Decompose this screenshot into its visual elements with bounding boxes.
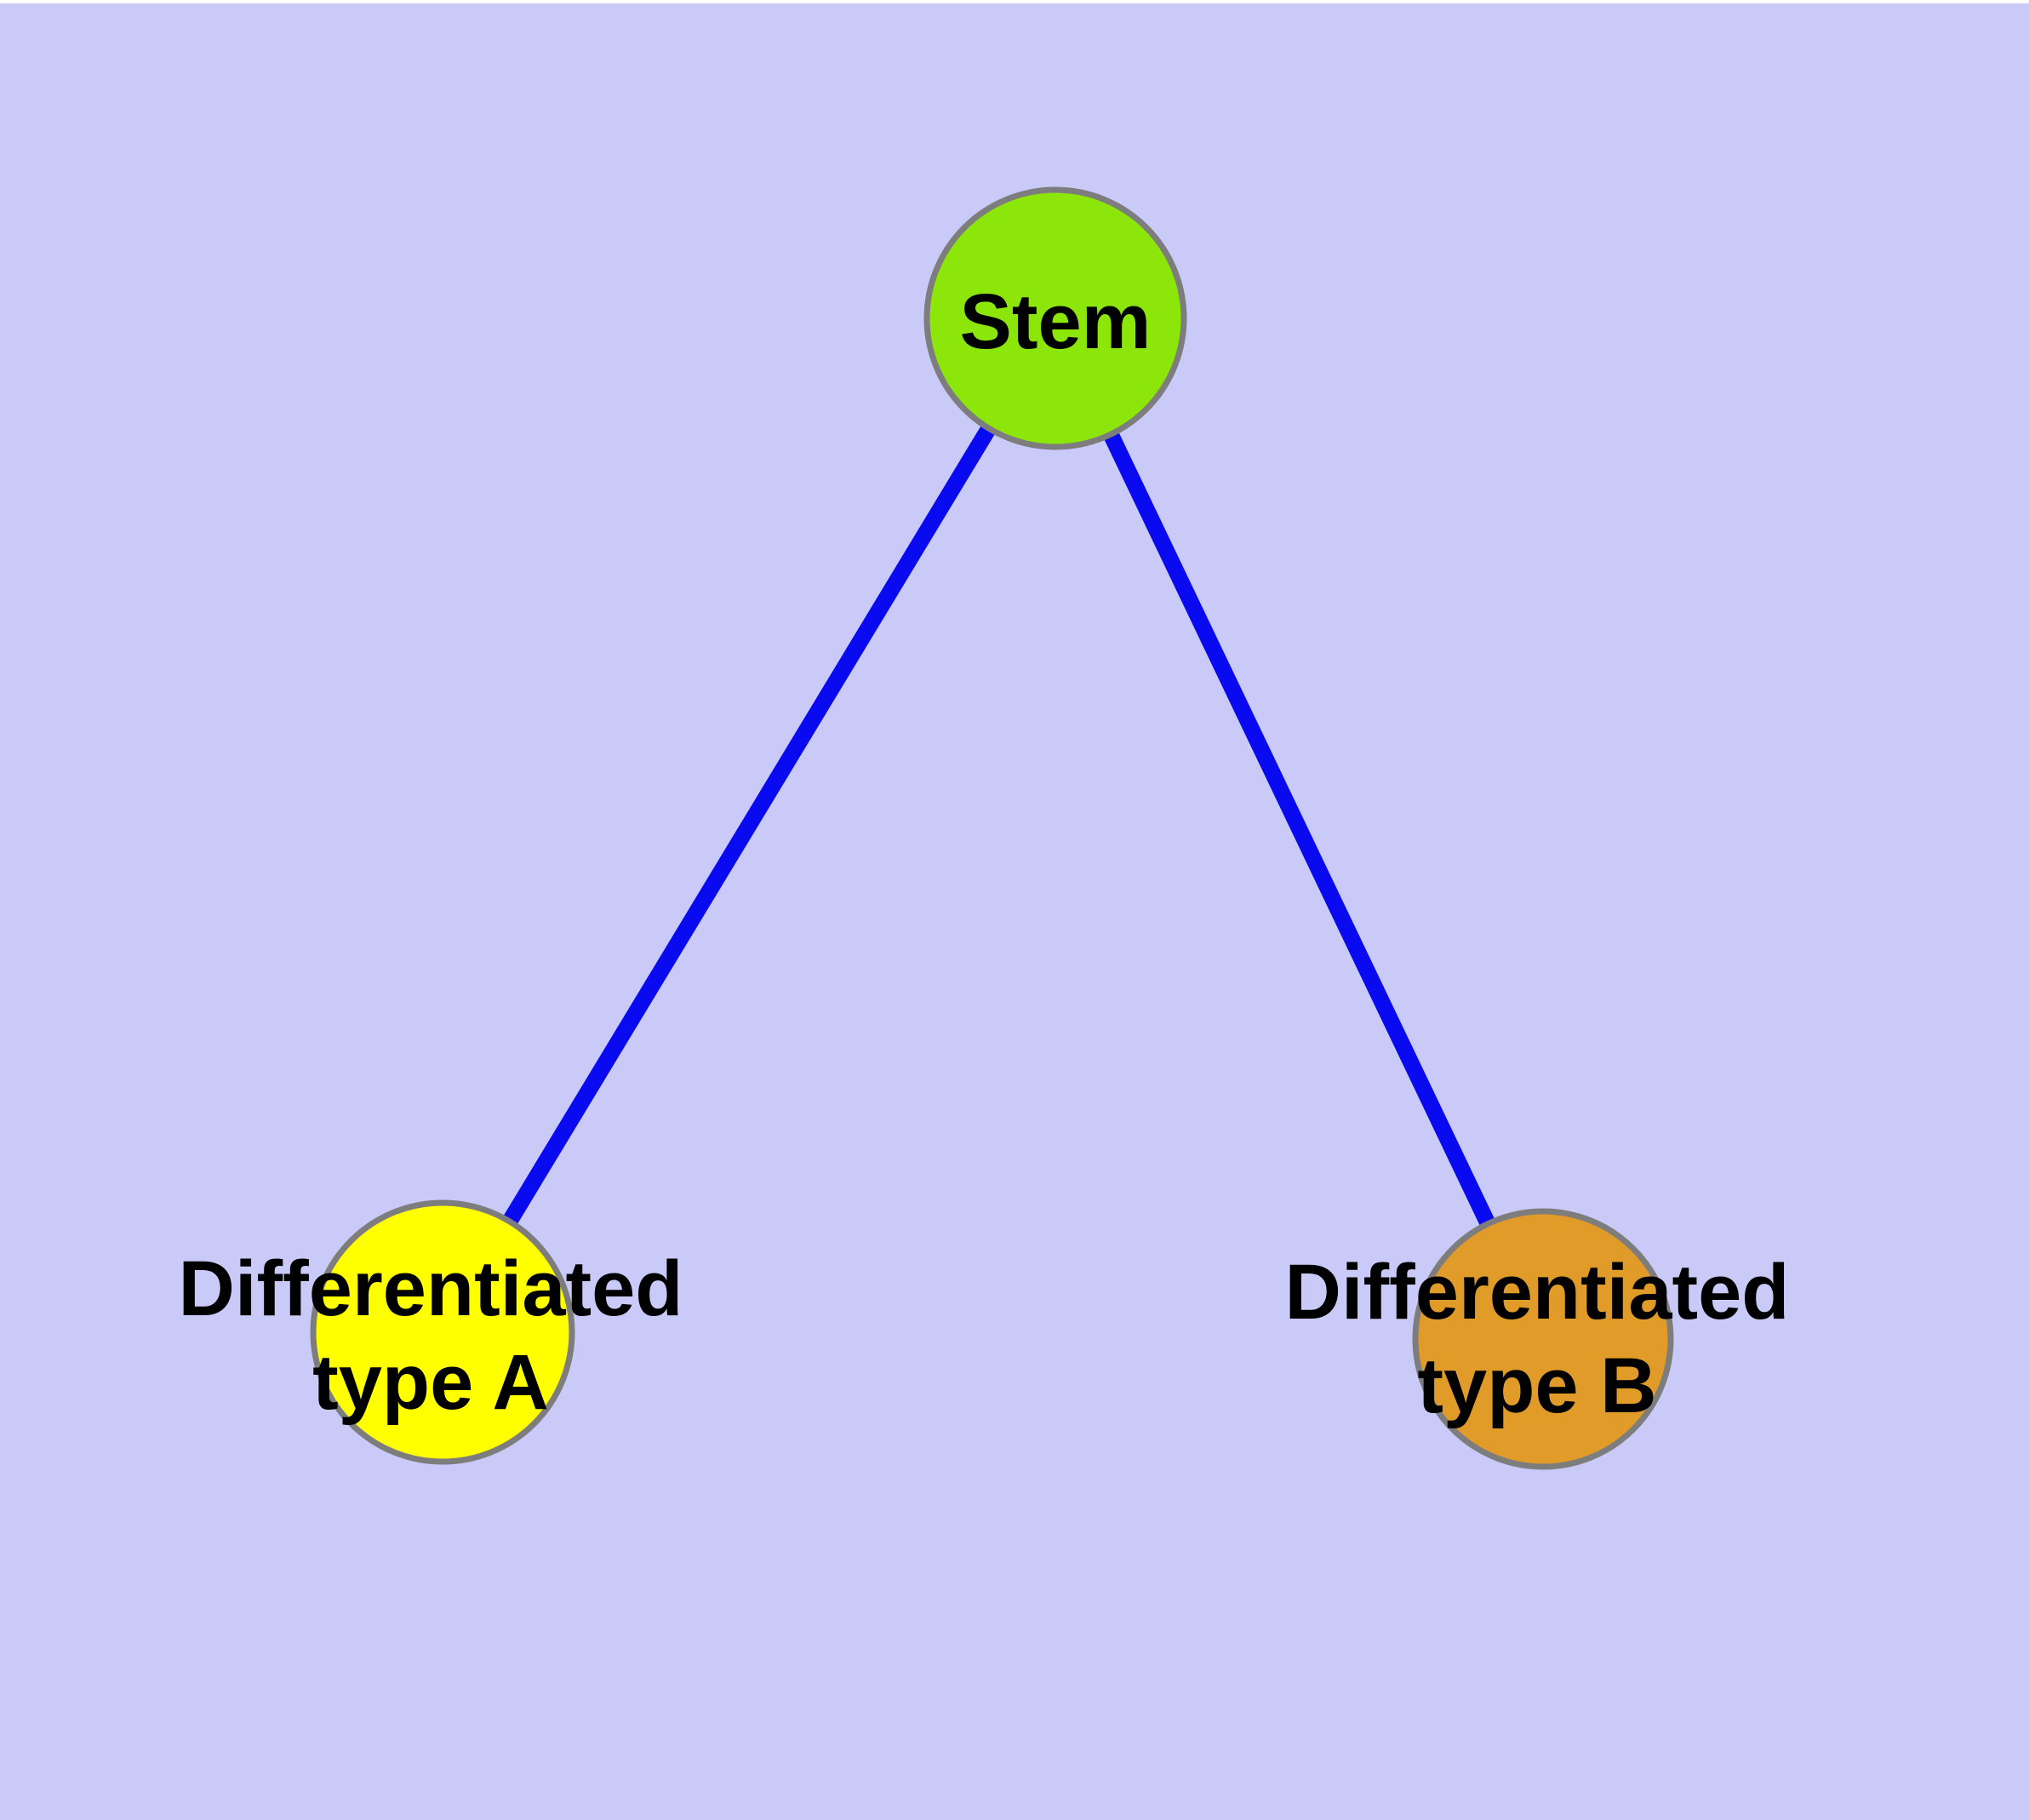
node-stem-label: Stem bbox=[960, 278, 1152, 365]
node-differentiated-type-a: Differentiated type A bbox=[179, 1199, 683, 1465]
edge-stem-to-type-b bbox=[1048, 314, 1551, 1343]
node-type-b-circle bbox=[1412, 1208, 1674, 1470]
node-type-b-label-line2: type B bbox=[1417, 1342, 1656, 1429]
node-stem: Stem bbox=[923, 186, 1187, 450]
node-stem-circle bbox=[923, 186, 1187, 450]
node-type-a-circle bbox=[310, 1199, 575, 1465]
node-type-a-label-line1: Differentiated bbox=[179, 1245, 683, 1332]
edges bbox=[435, 314, 1551, 1343]
node-differentiated-type-b: Differentiated type B bbox=[1285, 1208, 1790, 1470]
node-type-a-label-line2: type A bbox=[312, 1339, 549, 1426]
node-type-b-label-line1: Differentiated bbox=[1285, 1249, 1790, 1336]
edge-stem-to-type-a bbox=[435, 314, 1063, 1336]
